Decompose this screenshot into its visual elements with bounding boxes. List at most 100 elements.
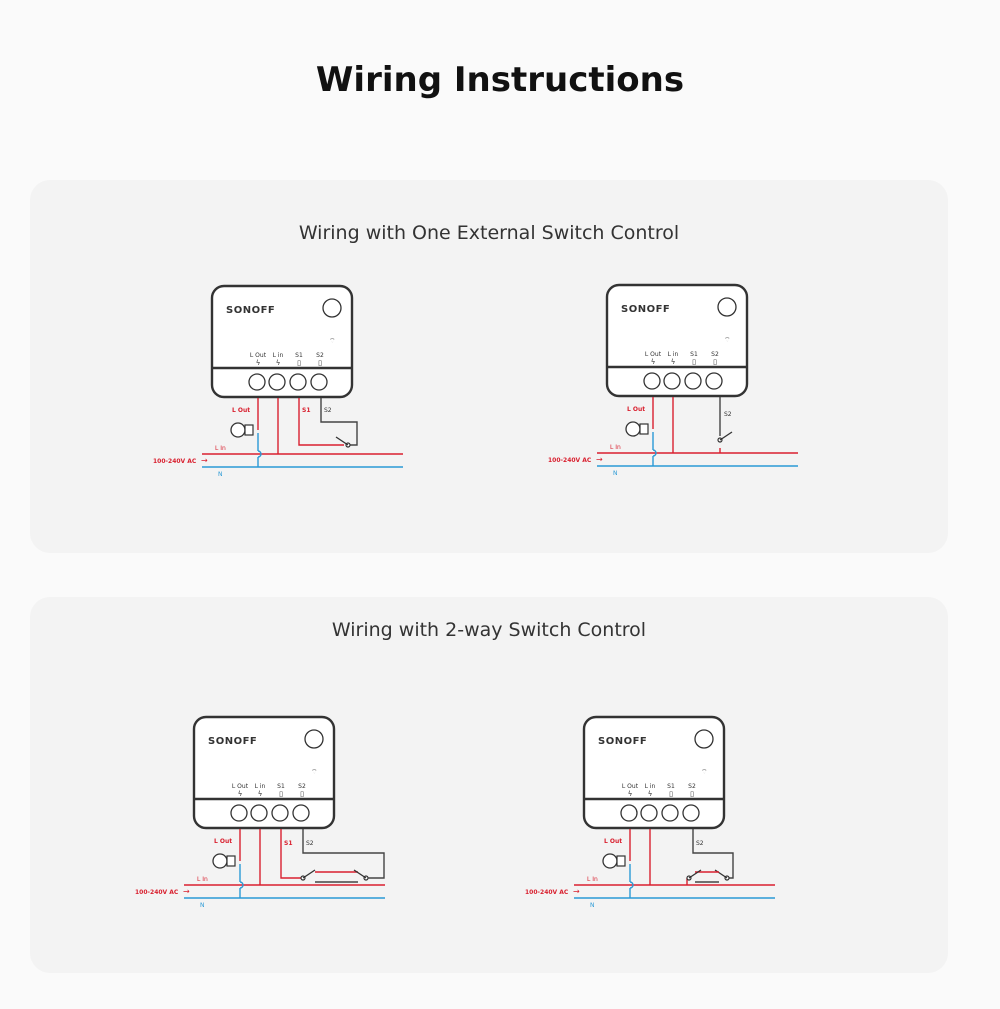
terminal-screw <box>705 372 723 390</box>
terminal-label: S2 <box>298 783 306 790</box>
terminal-label: L Out <box>622 783 639 790</box>
voltage-label: 100-240V AC <box>525 889 569 896</box>
l-out-label: L Out <box>232 407 250 414</box>
terminal-screw <box>643 372 661 390</box>
external-switch-blade <box>335 436 349 446</box>
bulb-icon <box>212 853 228 869</box>
switch-terminal-icon: ▯ <box>690 790 694 798</box>
bolt-icon: ϟ <box>256 359 261 367</box>
s1-wire <box>280 829 301 879</box>
arrow-icon: → <box>596 455 603 464</box>
page-title: Wiring Instructions <box>315 60 685 100</box>
switch-terminal-icon: ▯ <box>713 358 717 366</box>
device-body <box>605 283 749 398</box>
external-switch-blade <box>719 431 733 441</box>
section-title: Wiring with 2-way Switch Control <box>331 619 647 641</box>
terminal-label: S2 <box>688 783 696 790</box>
s2-wire <box>692 829 734 879</box>
two-way-switch-a-blade <box>302 869 316 879</box>
n-label: N <box>218 471 223 478</box>
switch-terminal-icon: ▯ <box>669 790 673 798</box>
device-body <box>582 715 726 830</box>
terminal-label: L in <box>255 783 266 790</box>
wire-crossover <box>239 881 244 889</box>
s2-wire <box>320 398 358 446</box>
pairing-button <box>717 297 737 317</box>
brand-logo: SONOFF <box>208 736 257 747</box>
terminal-screw <box>268 373 286 391</box>
switch-terminal-icon: ▯ <box>318 359 322 367</box>
terminal-label: L Out <box>645 351 662 358</box>
bolt-icon: ϟ <box>671 358 676 366</box>
n-label: N <box>590 902 595 909</box>
l-in-label: L In <box>197 876 208 883</box>
two-way-switch-b-blade <box>353 869 367 879</box>
terminal-screw <box>684 372 702 390</box>
wifi-indicator-icon: ⌔ <box>311 768 318 776</box>
bulb-base <box>616 855 626 867</box>
terminal-label: S2 <box>316 352 324 359</box>
brand-logo: SONOFF <box>598 736 647 747</box>
terminal-screw <box>230 804 248 822</box>
voltage-label: 100-240V AC <box>153 458 197 465</box>
brand-logo: SONOFF <box>621 304 670 315</box>
s2-label: S2 <box>324 407 332 414</box>
l-in-label: L In <box>610 444 621 451</box>
bulb-icon <box>602 853 618 869</box>
bulb-base <box>226 855 236 867</box>
pairing-button <box>322 298 342 318</box>
terminal-screw <box>248 373 266 391</box>
wire-crossover <box>257 450 262 458</box>
terminal-screw <box>271 804 289 822</box>
bulb-base <box>244 424 254 436</box>
switch-terminal-icon: ▯ <box>300 790 304 798</box>
s1-label: S1 <box>284 840 293 847</box>
terminal-label: L in <box>645 783 656 790</box>
bolt-icon: ϟ <box>258 790 263 798</box>
wifi-indicator-icon: ⌔ <box>701 768 708 776</box>
l-out-label: L Out <box>214 838 232 845</box>
pairing-button <box>694 729 714 749</box>
switch-terminal-icon: ▯ <box>279 790 283 798</box>
section-title: Wiring with One External Switch Control <box>298 222 680 244</box>
terminal-label: S2 <box>711 351 719 358</box>
arrow-icon: → <box>201 456 208 465</box>
wire-crossover <box>652 449 657 457</box>
terminal-label: S1 <box>295 352 303 359</box>
arrow-icon: → <box>183 887 190 896</box>
bolt-icon: ϟ <box>628 790 633 798</box>
wire-crossover <box>629 881 634 889</box>
l-out-label: L Out <box>627 406 645 413</box>
terminal-label: L in <box>668 351 679 358</box>
pairing-button <box>304 729 324 749</box>
terminal-label: L in <box>273 352 284 359</box>
l-out-label: L Out <box>604 838 622 845</box>
device-body <box>210 284 354 399</box>
terminal-screw <box>250 804 268 822</box>
l-in-label: L In <box>587 876 598 883</box>
bolt-icon: ϟ <box>238 790 243 798</box>
l-in-label: L In <box>215 445 226 452</box>
terminal-screw <box>663 372 681 390</box>
wifi-indicator-icon: ⌔ <box>724 336 731 344</box>
terminal-label: S1 <box>277 783 285 790</box>
s2-wire <box>302 829 385 879</box>
s1-label: S1 <box>302 407 311 414</box>
terminal-screw <box>682 804 700 822</box>
terminal-screw <box>661 804 679 822</box>
device-body <box>192 715 336 830</box>
terminal-screw <box>289 373 307 391</box>
terminal-label: S1 <box>690 351 698 358</box>
n-label: N <box>613 470 618 477</box>
terminal-label: L Out <box>250 352 267 359</box>
s2-label: S2 <box>306 840 314 847</box>
s1-wire <box>298 398 344 446</box>
bulb-icon <box>625 421 641 437</box>
